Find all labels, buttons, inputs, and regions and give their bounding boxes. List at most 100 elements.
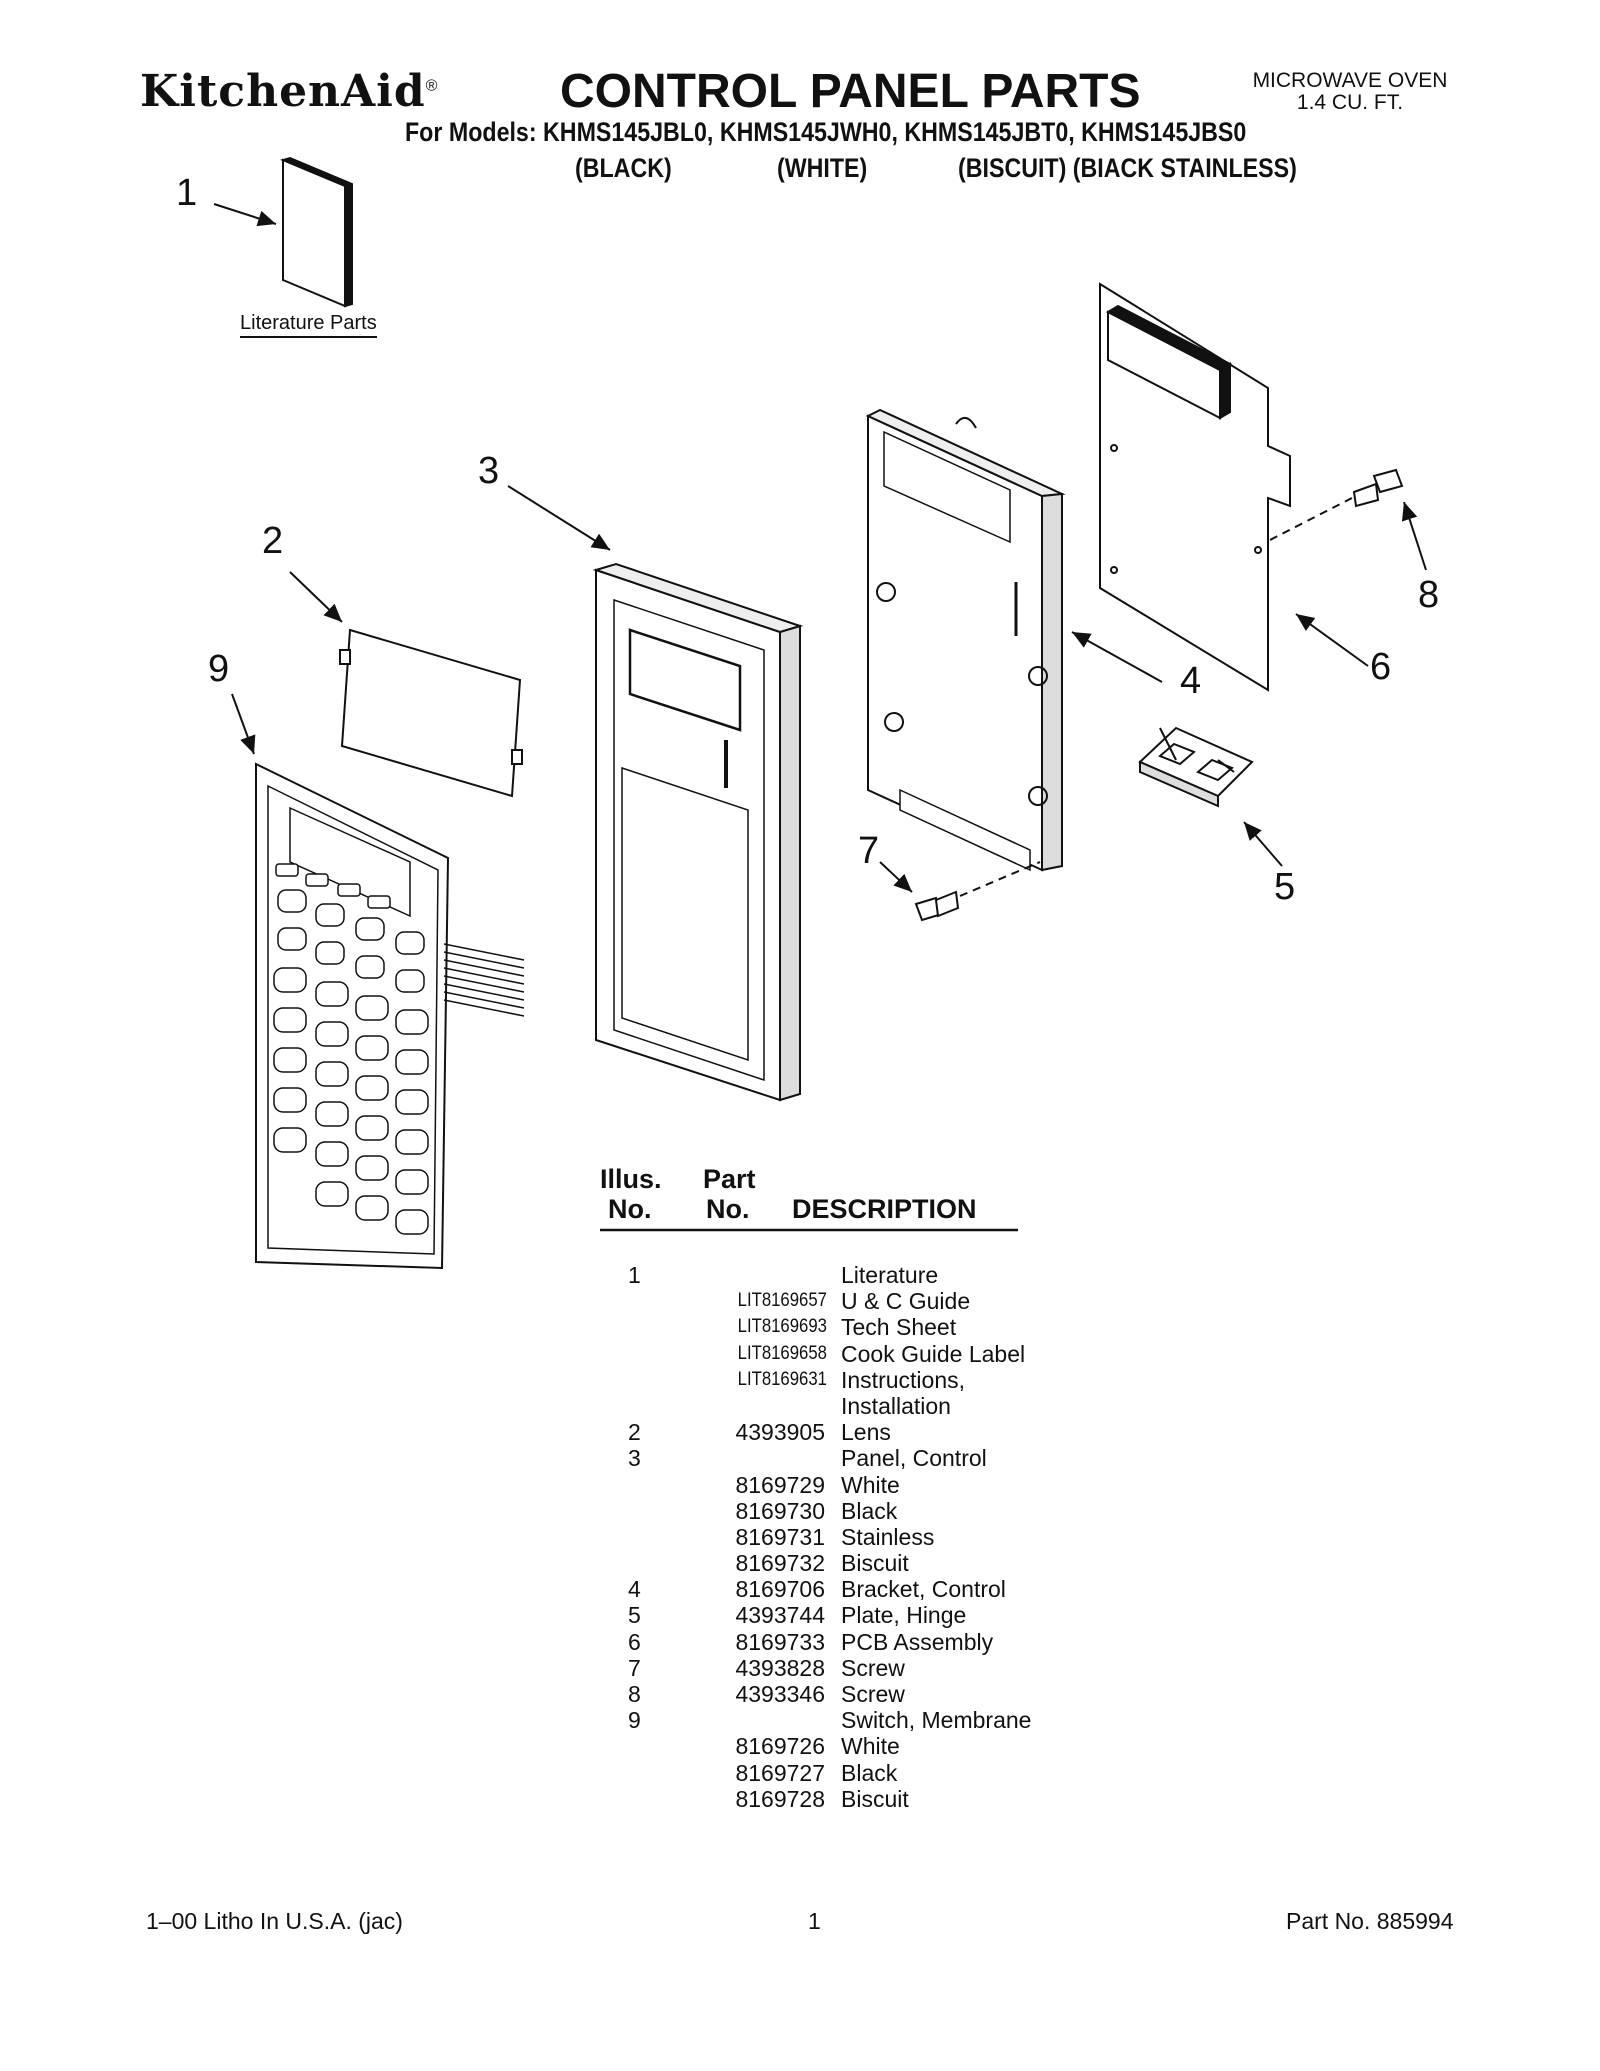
table-row: 1 Literature <box>600 1262 1141 1288</box>
description: Installation <box>841 1392 951 1419</box>
description: Screw <box>841 1681 905 1707</box>
callout-8: 8 <box>1418 574 1440 616</box>
part-no: 4393346 <box>735 1681 825 1707</box>
description: Black <box>841 1497 898 1524</box>
footer-print-info: 1–00 Litho In U.S.A. (jac) <box>146 1908 403 1934</box>
illus-no <box>600 1498 658 1524</box>
illus-no <box>600 1393 658 1419</box>
description: U & C Guide <box>841 1288 971 1315</box>
part-no <box>658 1707 841 1733</box>
variant-black: (BLACK) <box>575 153 672 183</box>
brand-logo: KitchenAid® <box>140 66 438 117</box>
callout-6: 6 <box>1370 646 1392 688</box>
illus-no <box>600 1288 658 1314</box>
part-no <box>658 1262 841 1288</box>
illus-no: 4 <box>628 1576 641 1603</box>
header-part-line1: Part <box>703 1164 756 1194</box>
illus-no <box>600 1786 658 1812</box>
description: Cook Guide Label <box>841 1340 1026 1367</box>
page-title: CONTROL PANEL PARTS <box>560 65 1141 118</box>
illus-no: 2 <box>628 1419 641 1446</box>
callout-2: 2 <box>262 520 284 562</box>
page-number: 1 <box>808 1908 821 1934</box>
pcb-assembly-part <box>1099 282 1369 692</box>
part-no: 8169706 <box>735 1576 825 1603</box>
table-row: LIT8169693 Tech Sheet <box>600 1314 1141 1340</box>
part-no: LIT8169631 <box>737 1368 827 1390</box>
table-row: 8169730 Black <box>600 1498 1141 1524</box>
part-no: 4393828 <box>735 1654 825 1681</box>
part-no: 8169733 <box>735 1628 825 1655</box>
description: Literature <box>841 1262 939 1288</box>
header-illus-line1: Illus. <box>600 1164 662 1194</box>
illus-no <box>600 1341 658 1367</box>
variant-white: (WHITE) <box>777 153 868 183</box>
hinge-plate-part <box>1138 726 1283 867</box>
illus-no: 8 <box>628 1681 641 1707</box>
table-row: LIT8169631 Instructions, <box>600 1367 1141 1393</box>
footer-part-number: Part No. 885994 <box>1286 1908 1454 1934</box>
literature-parts-label: Literature Parts <box>240 312 377 338</box>
description: Tech Sheet <box>841 1314 957 1341</box>
literature-booklet <box>213 156 353 308</box>
part-no <box>658 1445 841 1471</box>
product-type-line1: MICROWAVE OVEN <box>1252 69 1448 92</box>
illus-no <box>600 1524 658 1550</box>
illus-no: 7 <box>628 1654 641 1681</box>
illus-no <box>600 1367 658 1393</box>
table-row: 8169728 Biscuit <box>600 1786 1141 1812</box>
description: White <box>841 1471 900 1498</box>
illus-no <box>600 1550 658 1576</box>
product-type-line2: 1.4 CU. FT. <box>1296 91 1404 114</box>
screw-7-part <box>879 861 1041 922</box>
part-no <box>658 1393 841 1419</box>
description: Bracket, Control <box>841 1576 1006 1603</box>
illus-no: 1 <box>628 1262 641 1288</box>
table-row: 2 4393905 Lens <box>600 1419 1141 1445</box>
illus-no <box>600 1314 658 1340</box>
table-row: 8 4393346 Screw <box>600 1681 1141 1707</box>
illus-no: 5 <box>628 1602 641 1629</box>
part-no: 8169728 <box>735 1785 825 1812</box>
screw-8-part <box>1269 468 1427 571</box>
lens-part <box>289 571 523 798</box>
header-illus-line2: No. <box>608 1194 652 1224</box>
table-row: 8169729 White <box>600 1472 1141 1498</box>
description: Biscuit <box>841 1785 909 1812</box>
part-no: 8169727 <box>735 1759 825 1786</box>
part-no: LIT8169657 <box>737 1290 827 1312</box>
part-no: LIT8169693 <box>737 1316 827 1338</box>
illus-no <box>600 1760 658 1786</box>
part-no: 8169732 <box>735 1550 825 1577</box>
description: Instructions, <box>841 1366 965 1393</box>
part-no: 4393744 <box>735 1602 825 1629</box>
variant-biscuit-stainless: (BISCUIT) (BIACK STAINLESS) <box>958 153 1297 183</box>
description: Plate, Hinge <box>841 1602 967 1629</box>
membrane-switch-part <box>231 693 525 1270</box>
header-part-line2: No. <box>706 1194 750 1224</box>
description: Stainless <box>841 1523 935 1550</box>
part-no: LIT8169658 <box>737 1342 827 1364</box>
brand-name: KitchenAid <box>140 66 426 117</box>
part-no: 8169730 <box>735 1497 825 1524</box>
part-no: 4393905 <box>735 1419 825 1446</box>
description: Switch, Membrane <box>841 1707 1032 1734</box>
part-no: 8169729 <box>735 1471 825 1498</box>
table-row: 9 Switch, Membrane <box>600 1707 1141 1733</box>
table-row: 4 8169706 Bracket, Control <box>600 1576 1141 1602</box>
illus-no <box>600 1472 658 1498</box>
description: Panel, Control <box>841 1445 987 1472</box>
product-type: MICROWAVE OVEN 1.4 CU. FT. <box>1240 70 1460 114</box>
description: White <box>841 1733 900 1760</box>
table-row: LIT8169657 U & C Guide <box>600 1288 1141 1314</box>
illus-no: 9 <box>628 1707 641 1734</box>
table-row: Installation <box>600 1393 1141 1419</box>
description: Lens <box>841 1419 891 1446</box>
